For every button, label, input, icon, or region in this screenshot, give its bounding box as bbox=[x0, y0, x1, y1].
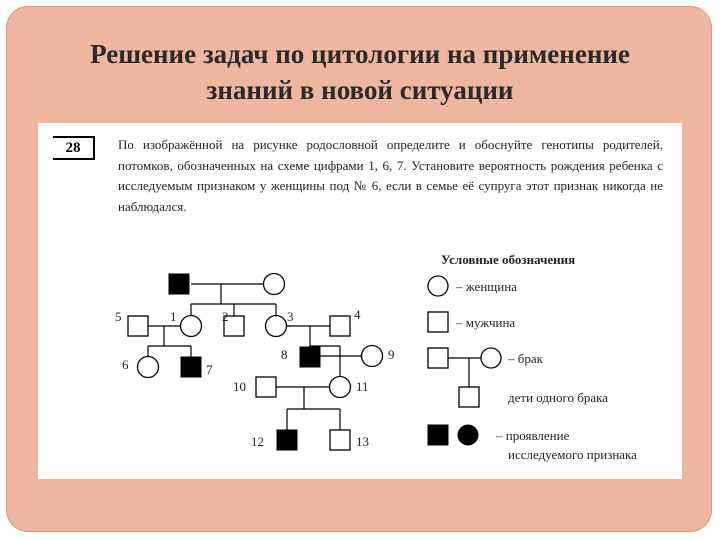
pedigree-number-6: 6 bbox=[122, 357, 129, 372]
male-symbol-5 bbox=[127, 315, 149, 337]
pedigree-number-11: 11 bbox=[356, 379, 369, 394]
affected-male-symbol bbox=[168, 273, 190, 295]
legend-children-label: дети одного брака bbox=[508, 390, 608, 405]
legend-affected-female-symbol bbox=[457, 424, 479, 446]
female-symbol-11 bbox=[328, 375, 352, 399]
legend-trait-label-line-1: – проявление bbox=[495, 428, 570, 443]
pedigree-number-3: 3 bbox=[287, 309, 294, 324]
legend-trait-label-line-2: исследуемого признака bbox=[508, 447, 637, 462]
legend-marriage-label: – брак bbox=[507, 351, 544, 366]
legend-female-label: – женщина bbox=[455, 279, 517, 294]
task-panel: 28 По изображённой на рисунке родословно… bbox=[38, 123, 682, 479]
male-symbol-4 bbox=[329, 315, 351, 337]
legend-male-symbol bbox=[427, 311, 449, 333]
affected-male-symbol-12 bbox=[276, 429, 298, 451]
legend-female-symbol bbox=[427, 275, 449, 297]
slide-title-line-1: Решение задач по цитологии на применение bbox=[90, 39, 630, 69]
pedigree-number-9: 9 bbox=[388, 347, 395, 362]
male-symbol-2 bbox=[223, 315, 245, 337]
pedigree-diagram: 5 1 2 3 4 6 7 8 9 10 11 12 13 Условные о… bbox=[115, 252, 637, 462]
female-symbol bbox=[262, 272, 286, 296]
pedigree-number-5: 5 bbox=[115, 309, 122, 324]
pedigree-number-10: 10 bbox=[233, 379, 246, 394]
pedigree-number-4: 4 bbox=[354, 307, 361, 322]
male-symbol-10 bbox=[255, 376, 277, 398]
legend-child-symbol bbox=[458, 386, 480, 408]
female-symbol-3 bbox=[264, 314, 288, 338]
affected-male-symbol-8 bbox=[299, 346, 321, 368]
legend-male-label: – мужчина bbox=[455, 315, 515, 330]
pedigree-number-8: 8 bbox=[281, 347, 288, 362]
legend-marriage-male-symbol bbox=[427, 347, 449, 369]
slide-title: Решение задач по цитологии на применение… bbox=[0, 36, 720, 108]
pedigree-number-1: 1 bbox=[170, 309, 177, 324]
female-symbol-1 bbox=[179, 314, 203, 338]
legend-marriage-female-symbol bbox=[480, 347, 502, 369]
pedigree-number-12: 12 bbox=[251, 434, 264, 449]
pedigree-number-13: 13 bbox=[356, 434, 369, 449]
slide-title-line-2: знаний в новой ситуации bbox=[206, 75, 514, 105]
legend-affected-male-symbol bbox=[427, 424, 449, 446]
pedigree-number-2: 2 bbox=[222, 309, 229, 324]
pedigree-number-7: 7 bbox=[206, 362, 213, 377]
task-number: 28 bbox=[53, 136, 95, 160]
legend-title: Условные обозначения bbox=[441, 252, 575, 267]
affected-male-symbol-7 bbox=[180, 356, 202, 378]
female-symbol-9 bbox=[360, 344, 384, 368]
female-symbol-6 bbox=[136, 355, 160, 379]
task-text: По изображённой на рисунке родословной о… bbox=[118, 137, 663, 214]
male-symbol-13 bbox=[329, 429, 351, 451]
